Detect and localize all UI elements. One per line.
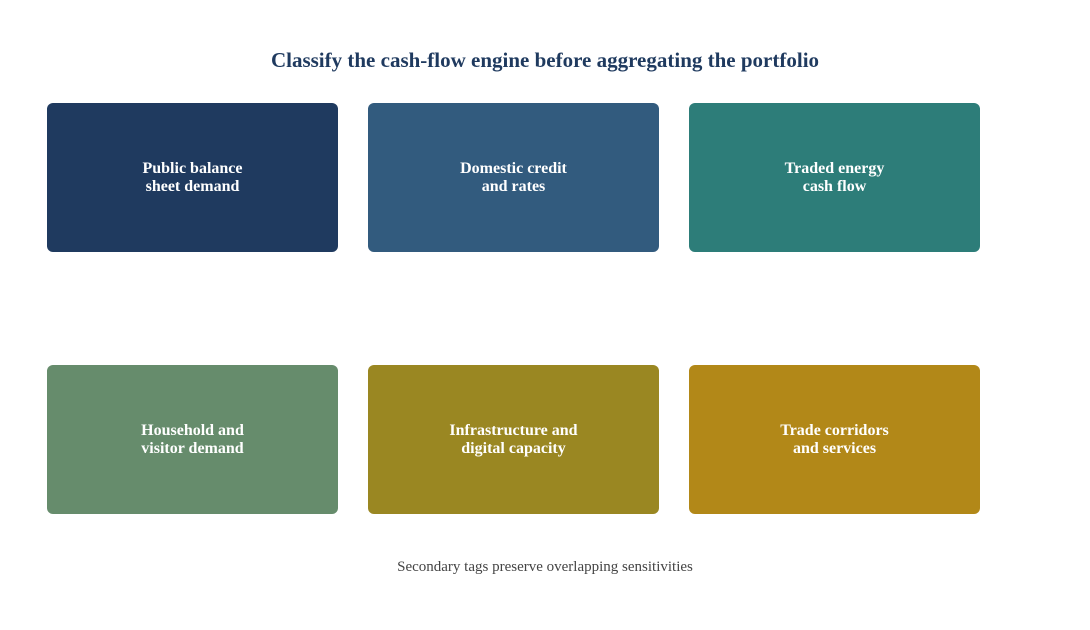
card-domestic-credit-and-rates: Domestic credit and rates — [368, 103, 659, 252]
card-public-balance-sheet-demand: Public balance sheet demand — [47, 103, 338, 252]
card-label: Public balance sheet demand — [142, 159, 243, 195]
card-label: Traded energy cash flow — [784, 159, 885, 195]
card-label: Household and visitor demand — [141, 421, 244, 457]
footnote: Secondary tags preserve overlapping sens… — [397, 559, 693, 575]
card-traded-energy-cash-flow: Traded energy cash flow — [689, 103, 980, 252]
card-label: Domestic credit and rates — [460, 159, 567, 195]
card-trade-corridors-and-services: Trade corridors and services — [689, 365, 980, 514]
card-label: Infrastructure and digital capacity — [449, 421, 578, 457]
card-infrastructure-and-digital-capacity: Infrastructure and digital capacity — [368, 365, 659, 514]
diagram-title: Classify the cash-flow engine before agg… — [270, 48, 820, 72]
card-label: Trade corridors and services — [780, 421, 889, 457]
card-household-and-visitor-demand: Household and visitor demand — [47, 365, 338, 514]
